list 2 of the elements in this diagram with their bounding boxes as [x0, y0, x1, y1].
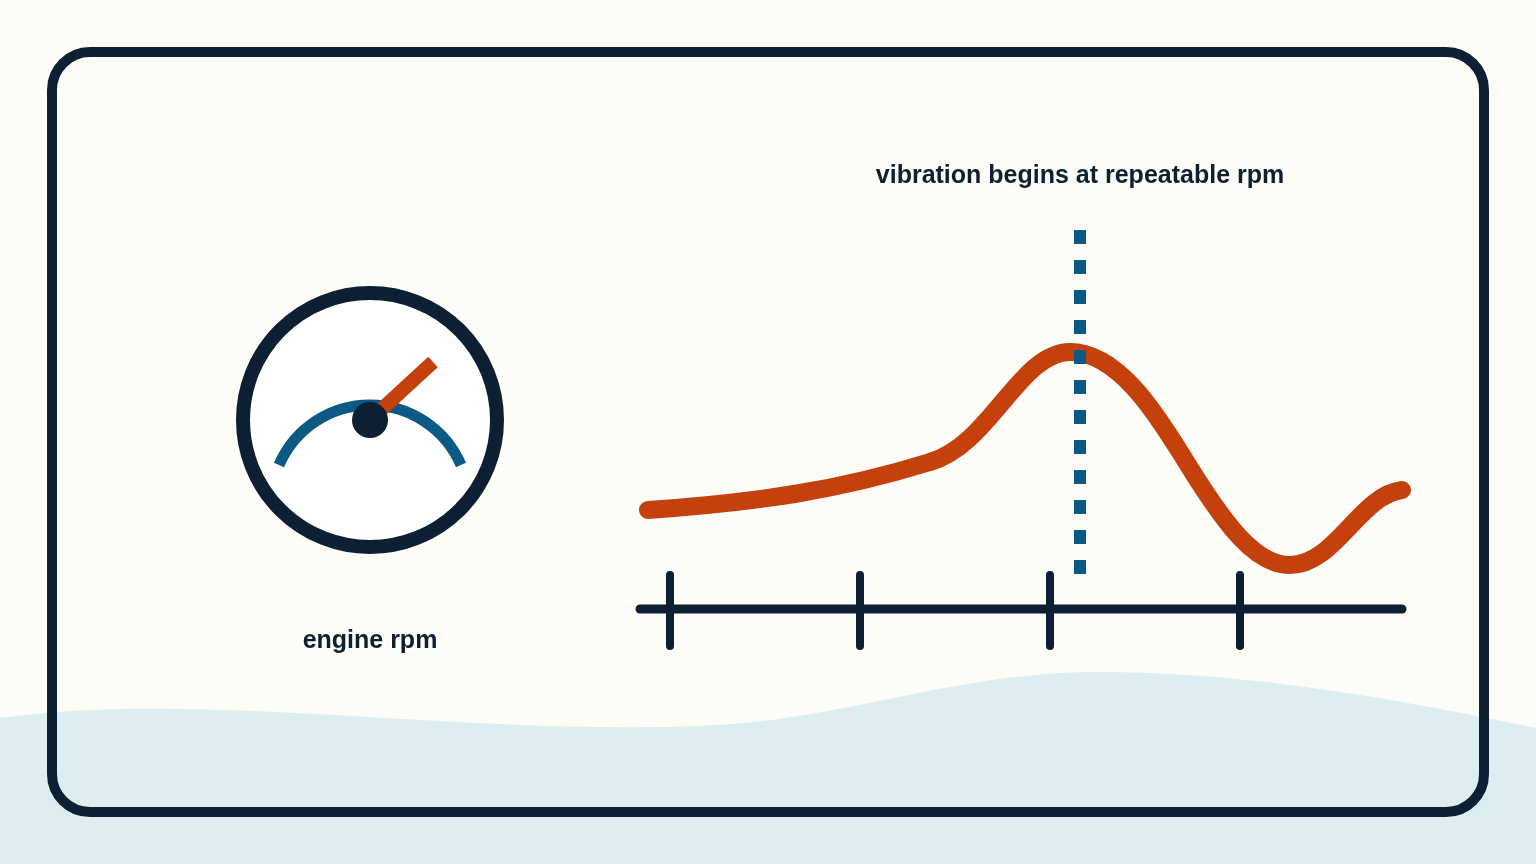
gauge-label: engine rpm — [302, 625, 438, 654]
chart-title: vibration begins at repeatable rpm — [875, 160, 1285, 189]
